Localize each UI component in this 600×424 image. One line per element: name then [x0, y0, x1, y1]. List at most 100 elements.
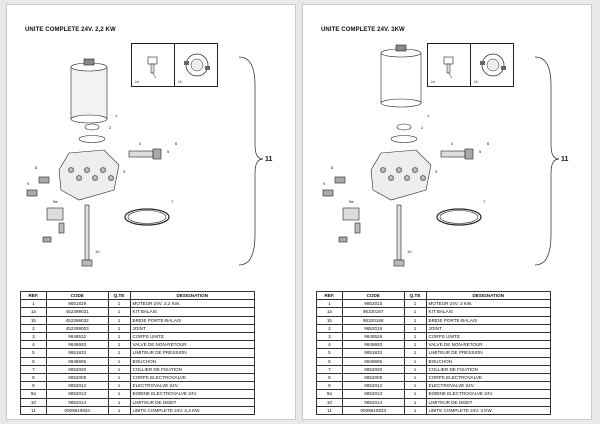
code-cell: 9848695: [45, 356, 109, 366]
pump-body-outline: [58, 149, 120, 201]
ref-cell: 6: [316, 356, 343, 366]
port-hole: [404, 175, 410, 181]
code-cell: 9852020: [45, 364, 109, 375]
code-cell: 452399031: [45, 307, 109, 317]
ref-cell: 9: [316, 381, 343, 391]
qty-cell: 1: [107, 356, 131, 366]
column-header-designation: DESIGNATION: [425, 290, 552, 301]
qty-cell: 1: [107, 340, 131, 350]
motor-bottom: [380, 98, 422, 108]
electrovalve-stem: [58, 222, 65, 234]
designation-cell: UNITE COMPLETE 24V. 3 KW.: [425, 405, 552, 416]
code-cell: 9852012: [45, 381, 109, 391]
callout-number: 9a: [53, 199, 58, 204]
code-cell: 9848532: [45, 332, 109, 342]
qty-cell: 1: [107, 299, 131, 309]
designation-cell: CORPS UNITE: [425, 332, 552, 342]
callout-number: 6: [487, 141, 490, 146]
designation-cell: BOBINE ELECTROVALVE 24V.: [425, 389, 552, 399]
code-cell: 452399003: [45, 323, 109, 334]
qty-cell: 1: [107, 389, 131, 399]
electrovalve-body: [342, 207, 360, 221]
port-hole: [388, 175, 394, 181]
brush-kit-icon: [147, 56, 158, 79]
qty-cell: 1: [403, 332, 427, 342]
callout-number: 5: [167, 149, 170, 154]
code-cell: 95320168: [341, 315, 405, 325]
column-header-qty: Q.TE: [403, 290, 427, 301]
motor-terminal: [395, 44, 407, 52]
designation-cell: BOBINE ELECTROVALVE 24V.: [129, 389, 255, 399]
qty-cell: 1: [403, 405, 427, 416]
qty-cell: 1: [403, 340, 427, 350]
ref-cell: 11: [316, 405, 343, 416]
ref-cell: 1b: [20, 315, 47, 325]
motor-body: [70, 66, 108, 120]
code-cell: 9852014: [341, 397, 405, 407]
code-cell: 0009810833: [341, 405, 405, 416]
code-cell: 9848693: [45, 340, 109, 350]
electrovalve-stem: [354, 222, 361, 234]
code-cell: 9848693: [341, 340, 405, 350]
group-brace: [238, 56, 264, 266]
designation-cell: CORPS UNITE: [129, 332, 255, 342]
nut: [42, 236, 52, 243]
fixing-collar: [436, 208, 482, 226]
code-cell: 9852009: [341, 373, 405, 383]
qty-cell: 1: [403, 389, 427, 399]
designation-cell: LIMITEUR DE PRESSION: [425, 348, 552, 358]
qty-cell: 1: [107, 323, 131, 334]
ref-cell: 1b: [316, 315, 343, 325]
callout-number: 9a: [349, 199, 354, 204]
pump-body: [370, 149, 432, 201]
bolt: [334, 176, 346, 184]
nut: [338, 236, 348, 243]
callout-number: 2: [109, 125, 112, 130]
code-cell: 9852016: [341, 323, 405, 334]
inset-brush-kit: 1a: [427, 43, 471, 87]
qty-cell: 1: [107, 405, 131, 416]
designation-cell: CORPS ELECTROVALVE: [425, 373, 552, 383]
callout-number: 7: [483, 199, 486, 204]
group-ref-label: 11: [265, 156, 273, 163]
suction-pipe: [396, 204, 402, 261]
ref-cell: 1: [316, 299, 343, 309]
qty-cell: 1: [403, 373, 427, 383]
callout-number: 8: [331, 165, 334, 170]
ref-cell: 7: [20, 364, 47, 375]
port-hole: [396, 167, 402, 173]
designation-cell: ELECTROVALVE 24V.: [129, 381, 255, 391]
ref-cell: 5: [20, 348, 47, 358]
code-cell: 95320167: [341, 307, 405, 317]
designation-cell: MOTEUR 24V. 2,2 KW.: [129, 299, 255, 309]
page-title: UNITE COMPLETE 24V. 3KW: [321, 27, 405, 33]
qty-cell: 1: [107, 348, 131, 358]
valve-cartridge: [440, 150, 466, 158]
column-header-code: CODE: [341, 290, 405, 301]
ref-cell: 3: [316, 332, 343, 342]
motor-body: [380, 52, 422, 104]
code-cell: 452399032: [45, 315, 109, 325]
qty-cell: 1: [107, 315, 131, 325]
designation-cell: CORPS ELECTROVALVE: [129, 373, 255, 383]
qty-cell: 1: [107, 307, 131, 317]
designation-cell: COLLIER DE FIXATION: [129, 364, 255, 375]
qty-cell: 1: [403, 307, 427, 317]
callout-number: 9: [27, 181, 30, 186]
designation-cell: KIT BALAIS: [425, 307, 552, 317]
ref-cell: 4: [316, 340, 343, 350]
brush-kit-inset: 1a 1b: [131, 43, 219, 87]
callout-number: 3: [435, 169, 438, 174]
designation-cell: LIMITEUR DE DEBIT: [129, 397, 255, 407]
valve-cartridge: [128, 150, 154, 158]
qty-cell: 1: [403, 299, 427, 309]
